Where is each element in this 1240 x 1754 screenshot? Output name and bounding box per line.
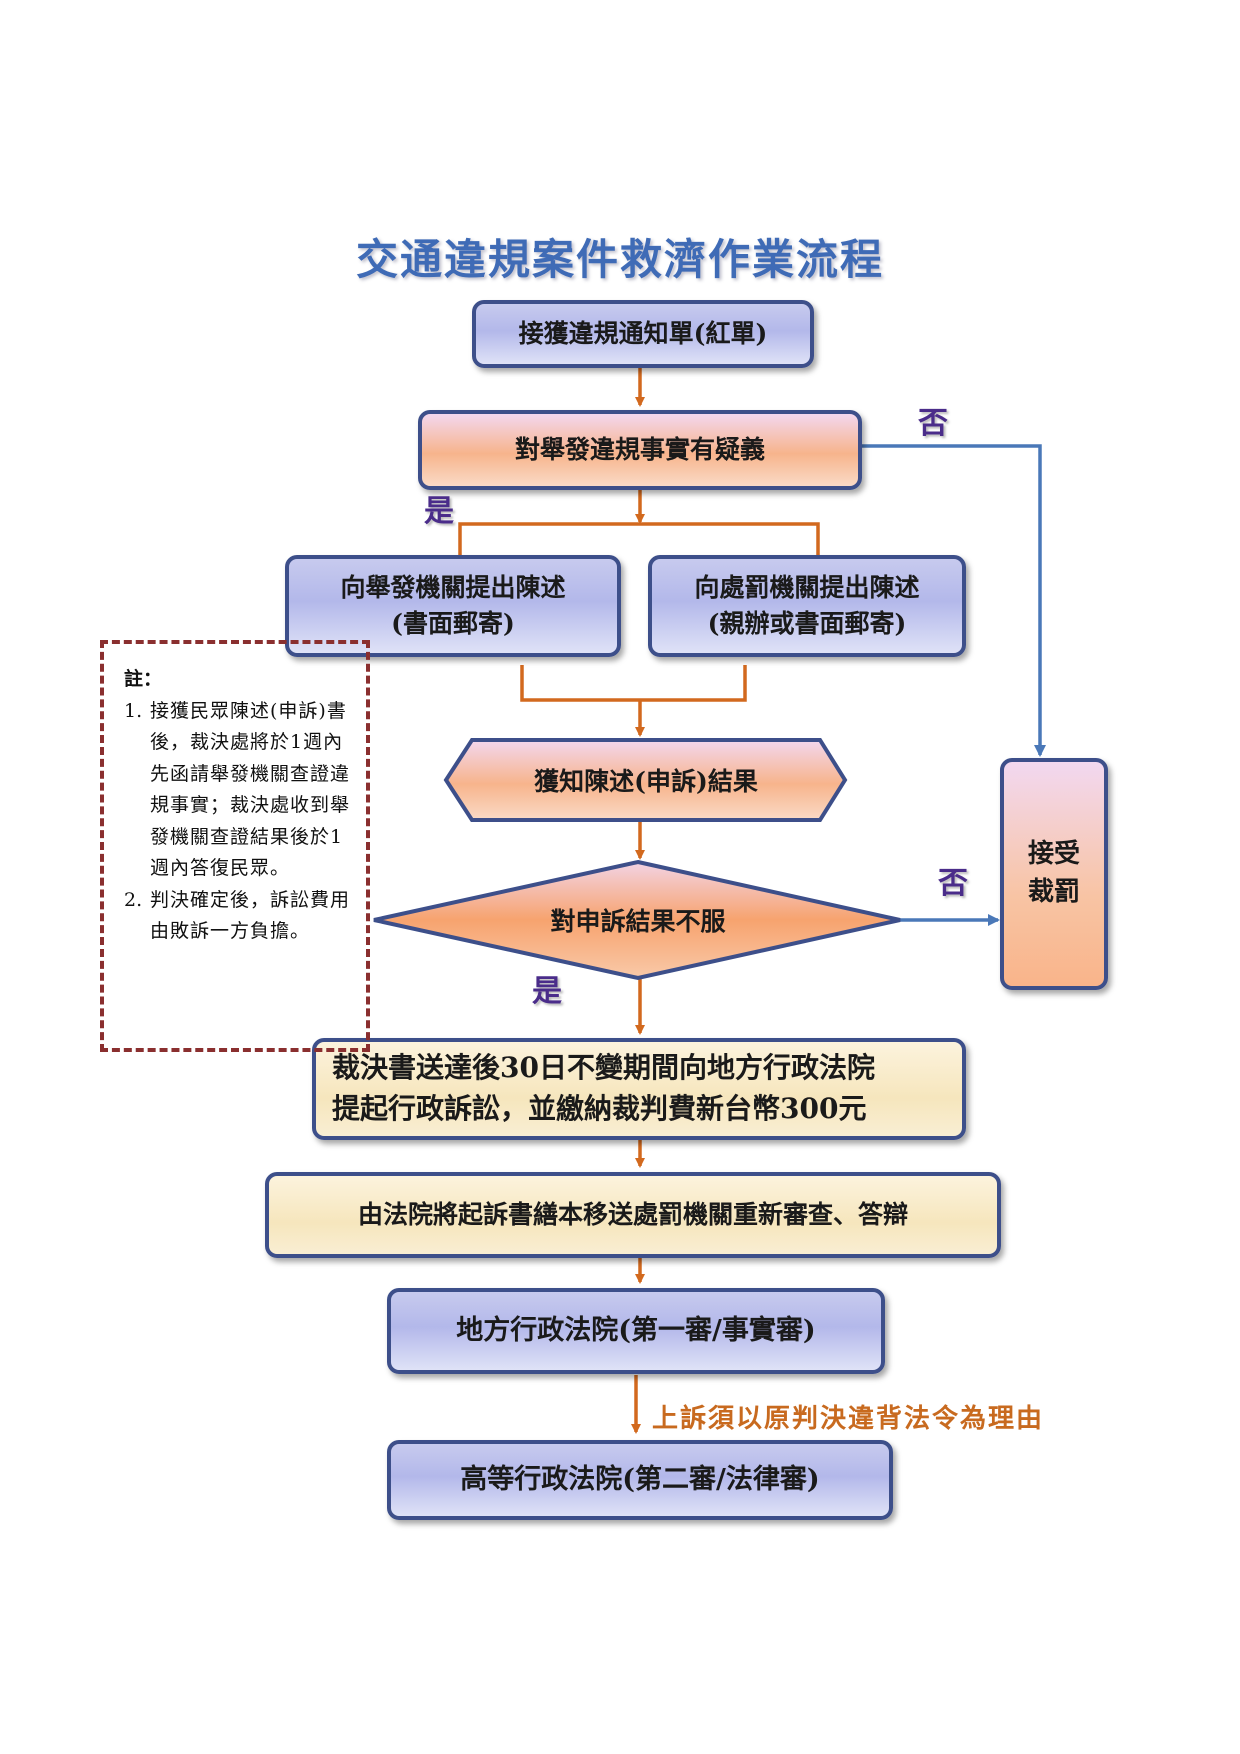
- receive-ticket-label: 接獲違規通知單(紅單): [518, 318, 768, 348]
- learn-result-label: 獲知陳述(申訴)結果: [534, 767, 758, 796]
- yes-label-facts: 是: [424, 494, 454, 529]
- note-item-text: 接獲民眾陳述(申訴)書後，裁決處將於1週內先函請舉發機關查證違規事實；裁決處收到…: [150, 699, 351, 880]
- file-lawsuit-box: 裁決書送達後30日不變期間向地方行政法院 提起行政訴訟，並繳納裁判費新台幣300…: [312, 1038, 966, 1140]
- reporting-agency-line1: 向舉發機關提出陳述: [340, 572, 566, 602]
- district-court-box: 地方行政法院(第一審/事實審): [387, 1288, 885, 1374]
- learn-result-hexagon: [443, 738, 848, 822]
- page-title: 交通違規案件救濟作業流程: [355, 235, 884, 284]
- note-title: 註：: [124, 668, 163, 690]
- file-lawsuit-line1: 裁決書送達後30日不變期間向地方行政法院: [332, 1051, 875, 1085]
- accept-penalty-box: 接受 裁罰: [1000, 758, 1108, 990]
- reporting-agency-line2: (書面郵寄): [391, 609, 515, 638]
- arrow-no-to-accept: [860, 444, 1046, 757]
- accept-penalty-line1: 接受: [1027, 839, 1080, 870]
- note-box: 註： 1. 接獲民眾陳述(申訴)書後，裁決處將於1週內先函請舉發機關查證違規事實…: [100, 640, 370, 1052]
- penalty-agency-line1: 向處罰機關提出陳述: [694, 572, 920, 602]
- doubt-facts-label: 對舉發違規事實有疑義: [514, 434, 765, 464]
- branch-merge: [520, 665, 747, 702]
- disagree-result-label: 對申訴結果不服: [550, 907, 726, 936]
- district-court-label: 地方行政法院(第一審/事實審): [456, 1315, 816, 1347]
- file-lawsuit-line2: 提起行政訴訟，並繳納裁判費新台幣300元: [332, 1092, 867, 1125]
- branch-split: [458, 522, 820, 555]
- penalty-agency-line2: (親辦或書面郵寄): [707, 609, 907, 638]
- note-item: 1. 接獲民眾陳述(申訴)書後，裁決處將於1週內先函請舉發機關查證違規事實；裁決…: [124, 696, 352, 885]
- no-label-disagree: 否: [938, 866, 968, 901]
- receive-ticket-box: 接獲違規通知單(紅單): [472, 300, 814, 368]
- court-review-box: 由法院將起訴書繕本移送處罰機關重新審查、答辯: [265, 1172, 1001, 1258]
- high-court-label: 高等行政法院(第二審/法律審): [460, 1464, 820, 1496]
- high-court-box: 高等行政法院(第二審/法律審): [387, 1440, 893, 1520]
- no-label-facts: 否: [918, 406, 948, 441]
- appeal-condition-label: 上訴須以原判決違背法令為理由: [652, 1404, 1045, 1434]
- note-item-number: 1.: [124, 699, 143, 722]
- yes-label-disagree: 是: [532, 974, 562, 1009]
- note-item-number: 2.: [124, 888, 143, 911]
- penalty-agency-box: 向處罰機關提出陳述 (親辦或書面郵寄): [648, 555, 966, 657]
- disagree-result-diamond: [373, 859, 901, 981]
- doubt-facts-box: 對舉發違規事實有疑義: [418, 410, 862, 490]
- court-review-label: 由法院將起訴書繕本移送處罰機關重新審查、答辯: [357, 1199, 908, 1229]
- accept-penalty-line2: 裁罰: [1027, 877, 1080, 907]
- note-item: 2. 判決確定後，訴訟費用由敗訴一方負擔。: [124, 885, 352, 948]
- note-item-text: 判決確定後，訴訟費用由敗訴一方負擔。: [150, 888, 351, 943]
